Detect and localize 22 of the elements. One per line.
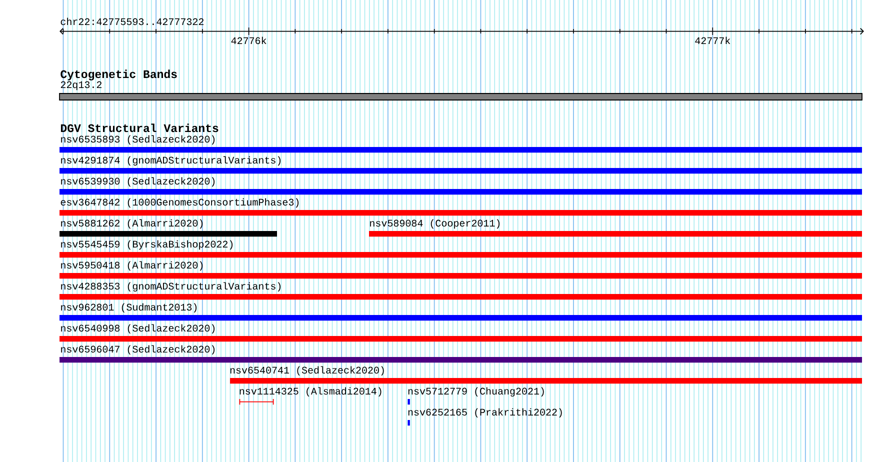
variant-label: nsv6535893 (Sedlazeck2020) (61, 135, 215, 145)
variant-label: nsv6596047 (Sedlazeck2020) (61, 345, 215, 355)
variant-label: nsv6540998 (Sedlazeck2020) (61, 324, 215, 334)
variant-label: nsv589084 (Cooper2011) (370, 219, 500, 229)
variant-label: nsv5545459 (ByrskaBishop2022) (61, 240, 233, 250)
variant-label: nsv5881262 (Almarri2020) (61, 219, 203, 229)
variant-label: nsv6252165 (Prakrithi2022) (408, 408, 562, 418)
variant-label: nsv4291874 (gnomADStructuralVariants) (61, 156, 281, 166)
band-label: 22q13.2 (60, 81, 102, 90)
tick-label: 42776k (231, 36, 266, 44)
variant-label: esv3647842 (1000GenomesConsortiumPhase3) (60, 198, 299, 208)
variant-label: nsv6540741 (Sedlazeck2020) (230, 366, 384, 376)
variant-label: nsv5712779 (Chuang2021) (408, 387, 544, 397)
variant-label: nsv4288353 (gnomADStructuralVariants) (61, 282, 281, 292)
variant-label: nsv6539930 (Sedlazeck2020) (61, 177, 215, 187)
tick-label: 42777k (695, 36, 730, 44)
track-title: Cytogenetic Bands (60, 70, 177, 80)
variant-label: nsv1114325 (Alsmadi2014) (240, 387, 382, 397)
track-title: DGV Structural Variants (60, 124, 218, 132)
variant-label: nsv5950418 (Almarri2020) (61, 261, 203, 271)
variant-label: nsv962801 (Sudmant2013) (61, 303, 197, 313)
location-label: chr22:42775593..42777322 (60, 18, 204, 26)
